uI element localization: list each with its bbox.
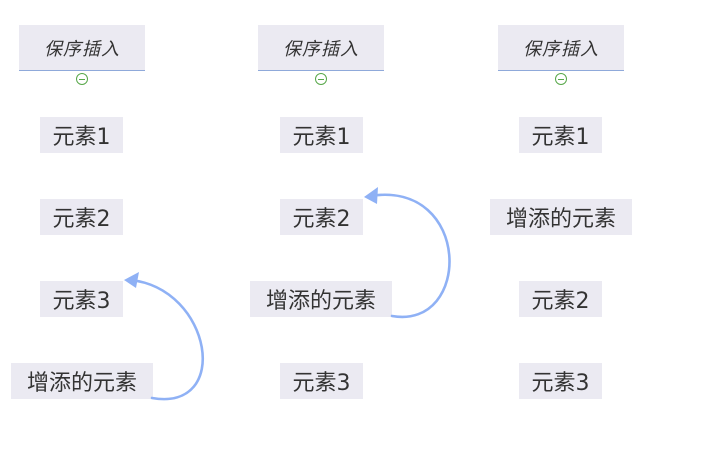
collapse-icon[interactable] bbox=[315, 73, 327, 85]
column-2-node-2[interactable]: 元素2 bbox=[280, 199, 363, 235]
column-2-node-1[interactable]: 元素1 bbox=[280, 117, 363, 153]
column-3-node-1[interactable]: 元素1 bbox=[519, 117, 602, 153]
column-2-node-4[interactable]: 元素3 bbox=[280, 363, 363, 399]
insertion-arrow-1 bbox=[128, 278, 205, 401]
column-3-node-2[interactable]: 增添的元素 bbox=[490, 199, 632, 235]
column-3-node-4[interactable]: 元素3 bbox=[519, 363, 602, 399]
insertion-arrow-2 bbox=[368, 193, 451, 319]
column-1-node-1[interactable]: 元素1 bbox=[40, 117, 123, 153]
column-1-node-3[interactable]: 元素3 bbox=[40, 281, 123, 317]
arrowhead-1 bbox=[124, 272, 139, 288]
column-1-title[interactable]: 保序插入 bbox=[19, 25, 145, 71]
collapse-icon[interactable] bbox=[555, 73, 567, 85]
column-2-title[interactable]: 保序插入 bbox=[258, 25, 384, 71]
column-3-title[interactable]: 保序插入 bbox=[498, 25, 624, 71]
column-2-node-3[interactable]: 增添的元素 bbox=[250, 281, 392, 317]
column-1-node-4[interactable]: 增添的元素 bbox=[11, 363, 153, 399]
arrowhead-2 bbox=[364, 187, 378, 204]
column-1-node-2[interactable]: 元素2 bbox=[40, 199, 123, 235]
collapse-icon[interactable] bbox=[76, 73, 88, 85]
column-3-node-3[interactable]: 元素2 bbox=[519, 281, 602, 317]
